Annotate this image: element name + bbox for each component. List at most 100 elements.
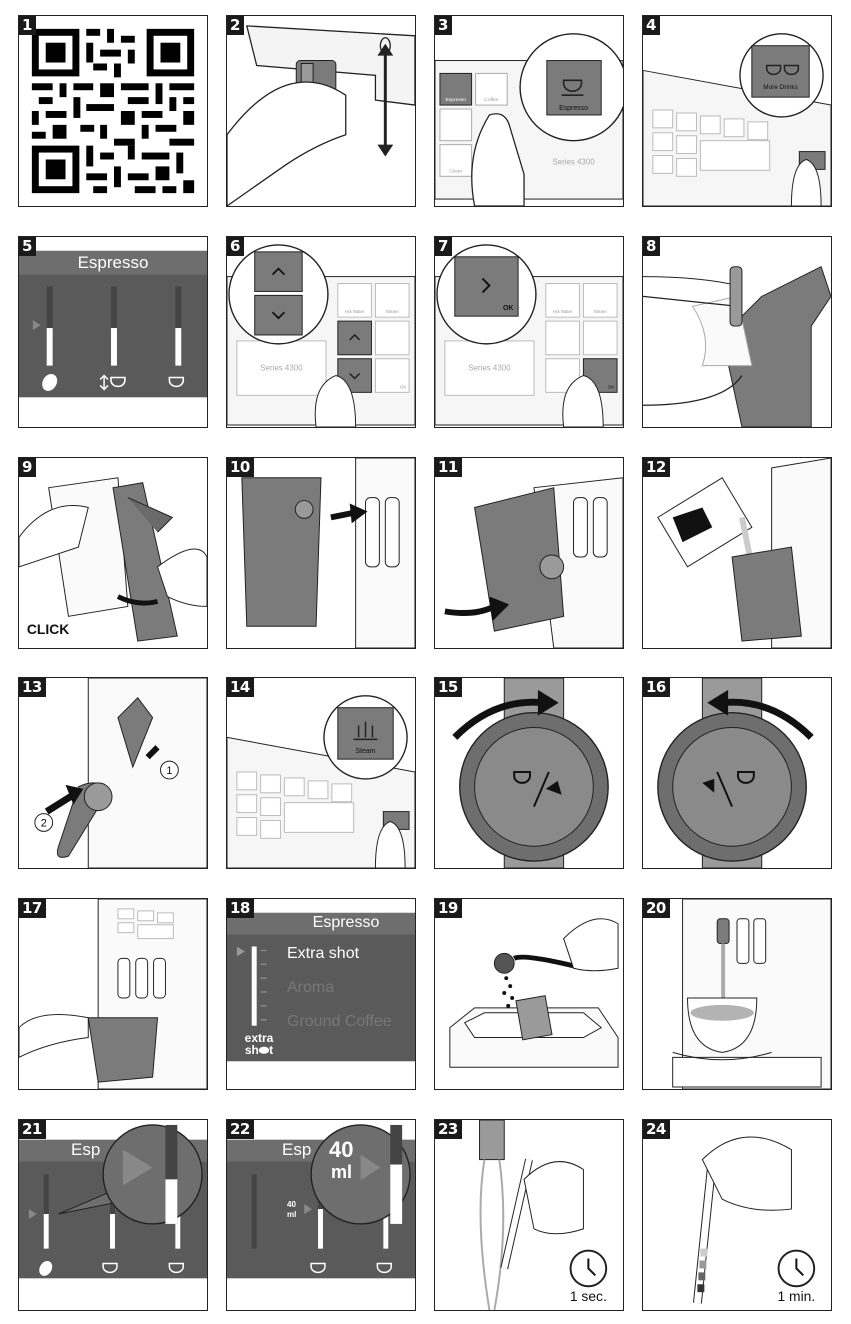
qr-code [19,16,207,206]
panel-10: 10 [226,457,416,649]
illustration-grid: 1 2 [18,15,833,1311]
step-number: 16 [643,678,670,697]
panel-1: 1 [18,15,208,207]
panel-17: 17 [18,898,208,1090]
panel-11: 11 [434,457,624,649]
more-drinks-label: More Drinks [763,84,798,91]
step-number: 4 [643,16,660,35]
panel-14: 14 Steam [226,677,416,869]
panel-13: 13 1 2 [18,677,208,869]
volume-screen-illustration [227,1120,415,1310]
ok-small-label: OK [608,384,614,389]
step-number: 2 [227,16,244,35]
play-screen-illustration [19,1120,207,1310]
zoom-volume-value: 40 [329,1137,353,1163]
step-number: 21 [19,1120,46,1139]
panel-8: 8 [642,236,832,428]
ground-coffee-illustration [435,899,623,1089]
panel-18: 18 Espresso Extra shot Aroma Ground Coff… [226,898,416,1090]
espresso-small-label: Espresso [445,97,466,103]
ok-button-illustration: Series 4300 Hot Water Steam OK OK [435,237,623,427]
step-number: 24 [643,1120,670,1139]
panel-5: 5 Espresso [18,236,208,428]
ok-small-label: OK [400,384,406,389]
step-number: 15 [435,678,462,697]
steam-label: Steam [356,749,376,756]
panel-21: 21 Esp [18,1119,208,1311]
panel-7: 7 Series 4300 Hot Water Steam OK OK [434,236,624,428]
step-number: 11 [435,458,462,477]
panel-6: 6 Series 4300 Hot Water Steam OK [226,236,416,428]
screen-title: Espresso [19,253,207,273]
step-number: 10 [227,458,254,477]
step-number: 13 [19,678,46,697]
steam-label: Steam [594,309,607,314]
steam-button-illustration: Steam [227,678,415,868]
step-1-marker: 1 [166,765,172,777]
step-number: 23 [435,1120,462,1139]
step-number: 1 [19,16,36,35]
step-number: 18 [227,899,254,918]
panel-24: 24 1 min. [642,1119,832,1311]
milk-jug-assembly-illustration: CLICK [19,458,207,648]
shot-label-start: sh [245,1043,259,1057]
hot-water-label: Hot Water [345,309,365,314]
water-test-strip-illustration: 1 sec. [435,1120,623,1310]
panel-16: 16 [642,677,832,869]
steam-wand-assembly-illustration: 1 2 [19,678,207,868]
timer-label: 1 min. [778,1288,816,1304]
step-number: 14 [227,678,254,697]
screen-title-partial: Esp [71,1140,100,1160]
menu-item-aroma[interactable]: Aroma [287,979,334,997]
shot-label: sh⬬t [237,1044,281,1056]
menu-item-ground-coffee[interactable]: Ground Coffee [287,1013,392,1031]
step-number: 6 [227,237,244,256]
more-drinks-illustration: More Drinks [643,16,831,206]
step-number: 3 [435,16,452,35]
step-number: 9 [19,458,36,477]
bean-icon: ⬬ [259,1043,269,1057]
small-volume-unit: ml [287,1210,296,1219]
small-volume-value: 40 [287,1200,296,1209]
panel-2: 2 [226,15,416,207]
panel-23: 23 1 sec. [434,1119,624,1311]
rotate-jug-illustration [435,458,623,648]
dial-right-illustration [435,678,623,868]
zoom-espresso-label: Espresso [559,105,588,112]
panel-12: 12 [642,457,832,649]
coffee-small-label: Coffee [484,97,499,103]
timer-label: 1 sec. [570,1288,607,1304]
screen-title-partial: Esp [282,1140,311,1160]
step-number: 5 [19,237,36,256]
clean-small-label: Clean [449,168,462,174]
step-number: 20 [643,899,670,918]
panel-9: 9 CLICK [18,457,208,649]
screen-title: Espresso [287,914,405,932]
brew-espresso-illustration [643,899,831,1089]
panel-20: 20 [642,898,832,1090]
froth-milk-illustration [19,899,207,1089]
step-number: 12 [643,458,670,477]
attach-jug-illustration [227,458,415,648]
step-number: 17 [19,899,46,918]
menu-item-extra-shot[interactable]: Extra shot [287,945,359,963]
extra-shot-icon: extra sh⬬t [237,1032,281,1056]
adjust-spout-illustration [227,16,415,206]
steam-label: Steam [386,309,399,314]
panel-3: 3 Espresso Coffee Clean Series 4300 Espr… [434,15,624,207]
series-label: Series 4300 [260,363,303,372]
step-number: 7 [435,237,452,256]
pour-milk-illustration [643,458,831,648]
step-2-marker: 2 [41,818,47,830]
panel-4: 4 More Drinks [642,15,832,207]
dial-left-illustration [643,678,831,868]
panel-22: 22 Esp 40 ml 40 ml [226,1119,416,1311]
zoom-ok-label: OK [503,305,513,312]
hot-water-label: Hot Water [553,309,573,314]
zoom-volume-unit: ml [331,1162,352,1183]
read-test-strip-illustration: 1 min. [643,1120,831,1310]
panel-15: 15 [434,677,624,869]
series-label: Series 4300 [552,157,595,166]
milk-tube-illustration [643,237,831,427]
click-label: CLICK [27,621,69,637]
